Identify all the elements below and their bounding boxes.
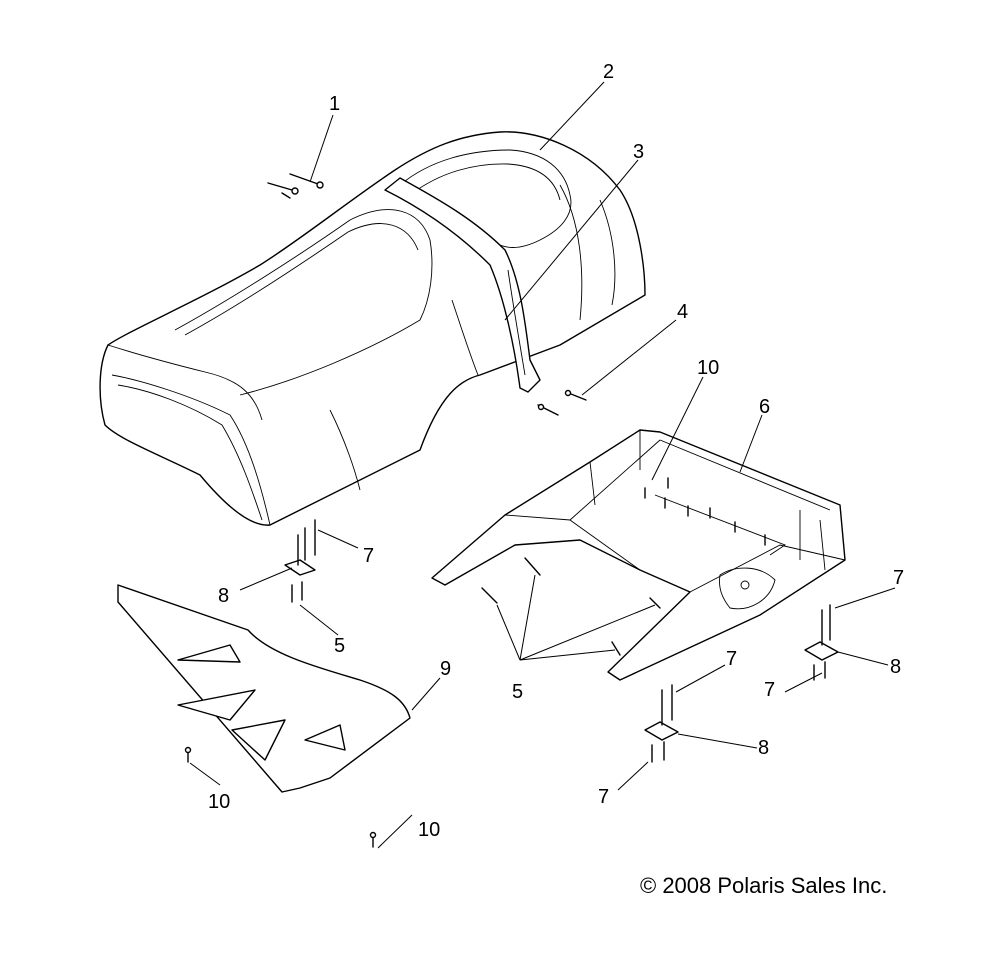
strap-pins [537,389,587,416]
base-plate [117,584,411,793]
callout-10-plate-right: 10 [418,819,440,841]
callout-1: 1 [329,93,340,115]
callout-10-frame: 10 [697,357,719,379]
callout-5-frame: 5 [512,681,523,703]
mount-bracket-right [804,604,839,681]
frame-bolts [481,557,661,656]
callout-8-center: 8 [758,737,769,759]
mount-bracket-left [284,519,316,603]
leader-lines [189,81,896,849]
callout-3: 3 [633,141,644,163]
callout-7-right-bottom: 7 [764,679,775,701]
callout-6: 6 [759,396,770,418]
callout-4: 4 [677,301,688,323]
callout-7-right-top: 7 [893,567,904,589]
plate-screws [184,746,377,848]
callout-2: 2 [603,61,614,83]
callout-5-left: 5 [334,635,345,657]
callout-8-right: 8 [890,656,901,678]
mount-bracket-center [644,684,679,763]
callout-9: 9 [440,658,451,680]
callout-10-plate-left: 10 [208,791,230,813]
callout-7-left: 7 [363,545,374,567]
seat-cushion [99,131,646,526]
callout-8-left: 8 [218,585,229,607]
callout-7-center-bottom: 7 [598,786,609,808]
callout-7-center-top: 7 [726,648,737,670]
copyright-notice: © 2008 Polaris Sales Inc. [640,873,888,898]
push-pins [267,173,324,199]
seat-frame [431,429,846,681]
frame-studs [644,477,766,546]
